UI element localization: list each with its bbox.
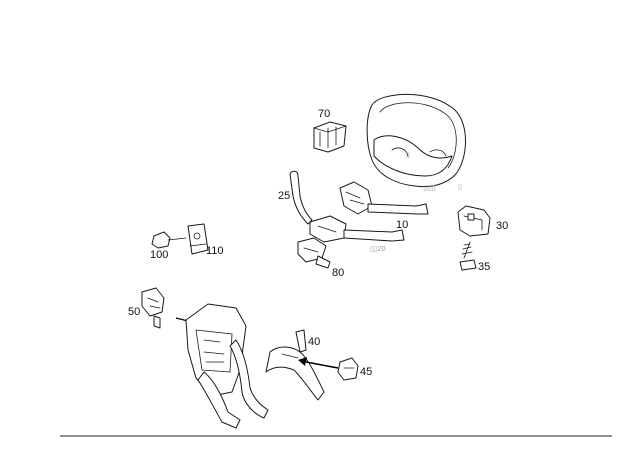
- wheel-mark-c: ▯: [458, 184, 462, 191]
- callout-25: 25: [278, 190, 290, 202]
- wheel-mark-b: ▯: [406, 152, 410, 159]
- callout-110: 110: [206, 245, 224, 257]
- part-25-stalk: [289, 170, 313, 225]
- part-80-connector: [297, 237, 331, 269]
- part-30-module: [457, 205, 491, 237]
- wheel-mark-a: ▯▯▯: [424, 185, 436, 192]
- part-40-accelerator: [265, 329, 325, 401]
- part-50-sensor: [141, 287, 165, 329]
- callout-30: 30: [496, 220, 508, 232]
- callout-100: 100: [150, 249, 168, 261]
- callout-70: 70: [318, 108, 330, 120]
- leader-45: [305, 361, 339, 369]
- part-110-bracket: [187, 223, 209, 255]
- callout-10: 10: [396, 219, 408, 231]
- part-35-screw: [459, 241, 477, 271]
- pedal-assembly: [185, 303, 269, 429]
- part-45-clip: [337, 357, 359, 381]
- part-70-switch-block: [313, 121, 347, 153]
- part-100-clip: [151, 231, 187, 249]
- steering-wheel: [366, 93, 466, 188]
- callout-50: 50: [128, 306, 140, 318]
- callout-40: 40: [308, 336, 320, 348]
- callout-80: 80: [332, 267, 344, 279]
- callout-45: 45: [360, 366, 372, 378]
- switch-mark: ▯▯20: [370, 246, 386, 253]
- part-10-combination-switch: [309, 181, 429, 243]
- leader-45-arrow: [298, 357, 307, 366]
- callout-35: 35: [478, 261, 490, 273]
